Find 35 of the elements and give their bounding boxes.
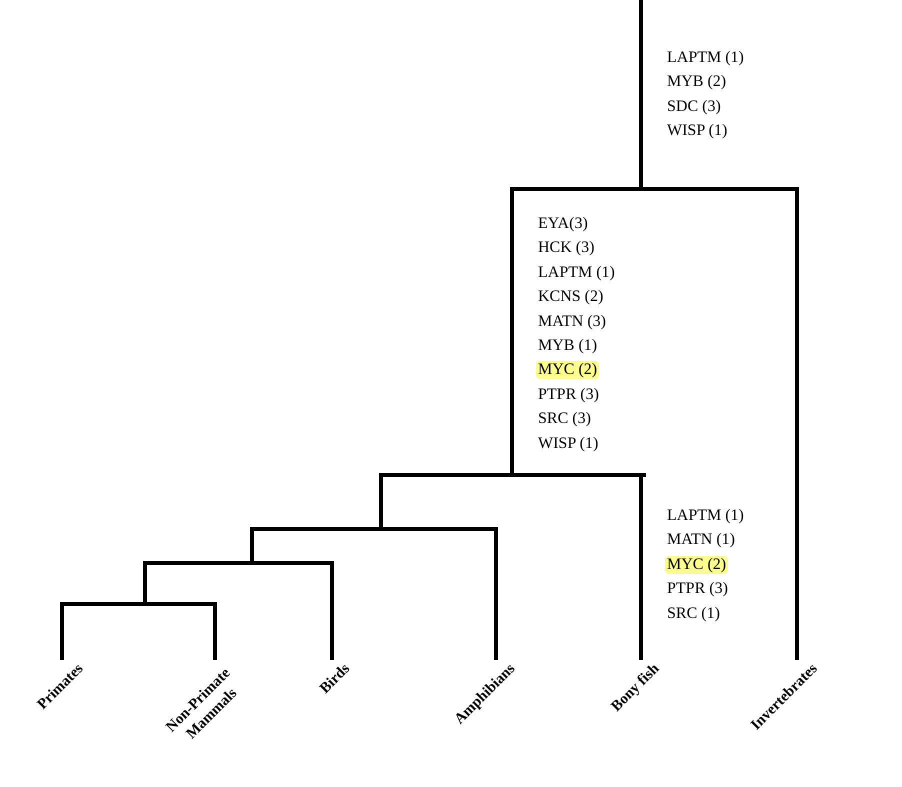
branch-line [639, 0, 643, 187]
gene-label: MYB (2) [667, 73, 726, 91]
gene-label: LAPTM (1) [538, 264, 615, 282]
gene-label: KCNS (2) [538, 288, 604, 306]
branch-line [795, 191, 799, 660]
gene-label: HCK (3) [538, 239, 594, 257]
gene-label: MATN (3) [538, 313, 606, 331]
gene-label: SRC (3) [538, 410, 591, 428]
gene-label: EYA(3) [538, 215, 588, 233]
gene-label: PTPR (3) [538, 386, 599, 404]
branch-line [330, 565, 334, 660]
branch-line [639, 477, 643, 660]
branch-line [510, 191, 514, 473]
branch-line [494, 531, 498, 660]
gene-label: PTPR (3) [667, 580, 728, 598]
branch-line [60, 606, 64, 660]
branch-bar [60, 602, 217, 606]
branch-line [250, 531, 254, 561]
branch-line [143, 565, 147, 602]
branch-bar [510, 187, 799, 191]
highlighted-gene-label: MYC (2) [665, 556, 728, 574]
branch-bar [379, 473, 646, 477]
gene-label: SRC (1) [667, 605, 720, 623]
gene-label: MATN (1) [667, 531, 735, 549]
branch-line [379, 477, 383, 527]
gene-label: SDC (3) [667, 98, 721, 116]
gene-label: LAPTM (1) [667, 49, 744, 67]
gene-label: WISP (1) [538, 435, 598, 453]
highlighted-gene-label: MYC (2) [536, 361, 600, 379]
gene-label: MYB (1) [538, 337, 598, 355]
branch-line [213, 606, 217, 660]
branch-bar [250, 527, 498, 531]
gene-label: WISP (1) [667, 122, 728, 140]
gene-label: LAPTM (1) [667, 507, 744, 525]
branch-bar [143, 561, 334, 565]
